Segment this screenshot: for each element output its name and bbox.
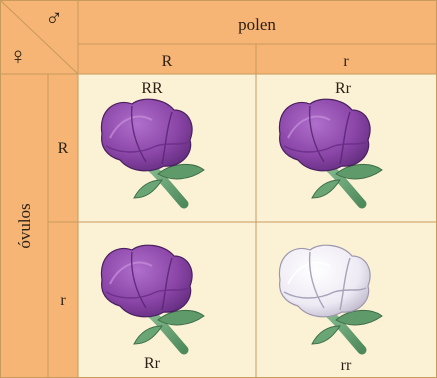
pollen-allele-R: R <box>162 53 173 70</box>
pollen-allele-r: r <box>343 53 349 70</box>
ovules-label: óvulos <box>15 203 34 248</box>
genotype-Rr-bottom: Rr <box>144 355 161 372</box>
genotype-rr: rr <box>341 357 352 374</box>
ovule-allele-r: r <box>60 292 66 309</box>
header-background <box>0 0 437 74</box>
ovule-allele-R: R <box>58 140 69 157</box>
genotype-Rr-top: Rr <box>335 80 352 97</box>
side-background <box>0 74 78 378</box>
female-symbol: ♀ <box>9 44 27 70</box>
male-symbol: ♂ <box>45 6 63 32</box>
pollen-label: polen <box>238 15 276 34</box>
genotype-RR: RR <box>141 80 163 97</box>
